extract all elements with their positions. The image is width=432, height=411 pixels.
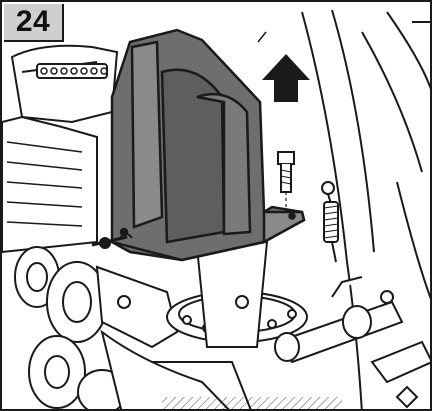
up-arrow-icon — [257, 31, 310, 102]
floor-hatch — [162, 397, 342, 409]
engine-block — [2, 44, 119, 254]
spring-cable — [321, 181, 339, 263]
pulley-assembly — [14, 246, 252, 409]
chute-bracket — [110, 28, 306, 262]
bolt-icon — [277, 151, 295, 212]
step-number: 24 — [15, 5, 51, 38]
step-number-badge: 24 — [4, 4, 64, 42]
clip-pin — [91, 233, 133, 249]
auger-housing — [301, 9, 430, 409]
chute-base-ring — [166, 240, 308, 348]
roller-hinge — [274, 276, 430, 409]
